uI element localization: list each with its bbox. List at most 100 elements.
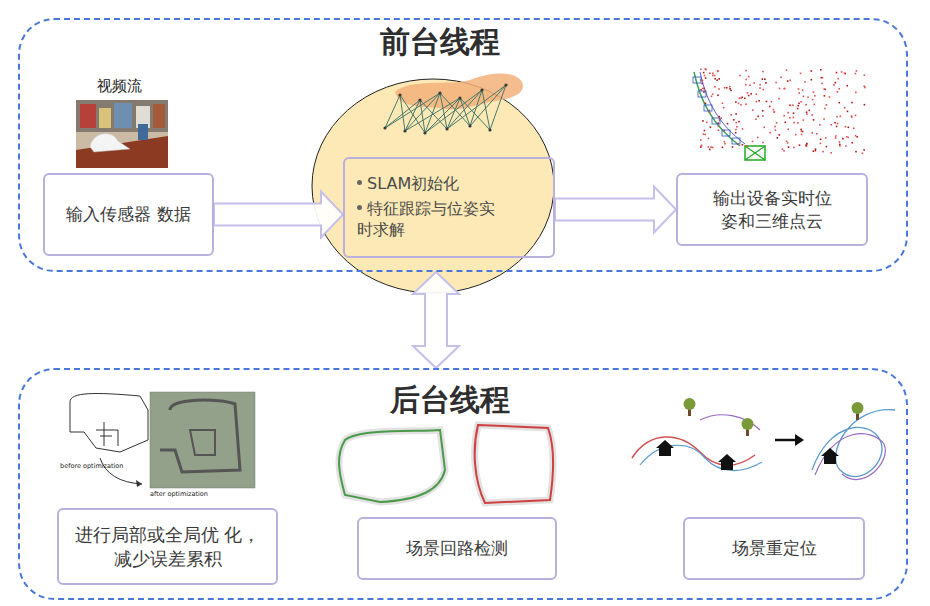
cloud-point bbox=[800, 73, 802, 75]
feature-link bbox=[385, 100, 420, 128]
cloud-point bbox=[771, 101, 773, 103]
feature-point bbox=[383, 126, 386, 129]
cloud-point bbox=[807, 96, 809, 98]
cloud-point bbox=[836, 126, 838, 128]
cloud-point bbox=[774, 126, 776, 128]
cloud-point bbox=[769, 132, 771, 134]
cloud-point bbox=[830, 124, 832, 126]
cloud-point bbox=[808, 110, 810, 112]
cloud-point bbox=[726, 87, 728, 89]
feature-point bbox=[398, 93, 401, 96]
cloud-point bbox=[718, 116, 720, 118]
figure-note: after optimization bbox=[150, 491, 208, 498]
cloud-point bbox=[787, 80, 789, 82]
thread-region: 前台线程输入传感器 数据SLAM初始化特征跟踪与位姿实 时求解输出设备实时位 姿… bbox=[18, 18, 908, 272]
cloud-point bbox=[700, 139, 702, 141]
cloud-point bbox=[856, 70, 858, 72]
cloud-point bbox=[837, 78, 839, 80]
cloud-point bbox=[839, 115, 841, 117]
cloud-point bbox=[701, 145, 703, 147]
cloud-point bbox=[724, 143, 726, 145]
cloud-point bbox=[762, 78, 764, 80]
cloud-point bbox=[841, 71, 843, 73]
box-text: 进行局部或全局优 化，减少误差累积 bbox=[75, 524, 261, 568]
cloud-point bbox=[812, 99, 814, 101]
cloud-point bbox=[864, 74, 866, 76]
cloud-point bbox=[735, 101, 737, 103]
cloud-point bbox=[855, 115, 857, 117]
cloud-point bbox=[851, 142, 853, 144]
cloud-point bbox=[802, 119, 804, 121]
cloud-point bbox=[839, 144, 841, 146]
cloud-point bbox=[782, 148, 784, 150]
feature-link bbox=[482, 90, 490, 130]
box-text: 场景重定位 bbox=[732, 538, 817, 558]
cloud-point bbox=[821, 83, 823, 85]
cloud-point bbox=[717, 70, 719, 72]
relocalization-figure bbox=[632, 398, 895, 480]
process-box: 场景重定位 bbox=[683, 517, 865, 580]
cloud-point bbox=[701, 83, 703, 85]
feature-point bbox=[445, 127, 448, 130]
cloud-point bbox=[789, 117, 791, 119]
cloud-point bbox=[703, 91, 705, 93]
cloud-point bbox=[723, 107, 725, 109]
cloud-point bbox=[780, 77, 782, 79]
cloud-point bbox=[733, 119, 735, 121]
cloud-point bbox=[820, 138, 822, 140]
cloud-point bbox=[775, 82, 777, 84]
cloud-point bbox=[700, 146, 702, 148]
cloud-point bbox=[759, 84, 761, 86]
feature-point bbox=[423, 131, 426, 134]
text-row: 场景回路检测 bbox=[406, 537, 508, 559]
feature-point bbox=[418, 98, 421, 101]
cloud-point bbox=[793, 117, 795, 119]
cloud-point bbox=[704, 75, 706, 77]
cloud-point bbox=[789, 80, 791, 82]
cloud-point bbox=[844, 72, 846, 74]
cloud-point bbox=[822, 151, 824, 153]
cloud-point bbox=[853, 127, 855, 129]
cloud-point bbox=[710, 126, 712, 128]
cloud-point bbox=[834, 82, 836, 84]
cloud-point bbox=[708, 146, 710, 148]
cloud-point bbox=[744, 98, 746, 100]
cloud-point bbox=[718, 116, 720, 118]
feature-network bbox=[383, 83, 507, 134]
cloud-point bbox=[718, 129, 720, 131]
feature-link bbox=[425, 98, 460, 133]
cloud-point bbox=[833, 84, 835, 86]
cloud-point bbox=[704, 134, 706, 136]
cloud-point bbox=[839, 145, 841, 147]
cloud-point bbox=[804, 81, 806, 83]
cloud-point bbox=[740, 97, 742, 99]
cloud-point bbox=[703, 133, 705, 135]
cloud-point bbox=[762, 89, 764, 91]
optimization-figure bbox=[70, 392, 255, 488]
cloud-point bbox=[706, 121, 708, 123]
cloud-point bbox=[740, 104, 742, 106]
cloud-point bbox=[705, 103, 707, 105]
cloud-point bbox=[838, 102, 840, 104]
cloud-point bbox=[798, 88, 800, 90]
thread-region: 后台线程进行局部或全局优 化，减少误差累积 场景回路检测 场景重定位 bbox=[18, 368, 908, 600]
title-row: 前台线程 bbox=[20, 24, 906, 60]
cloud-point bbox=[738, 103, 740, 105]
cloud-point bbox=[822, 77, 824, 79]
cloud-point bbox=[756, 93, 758, 95]
title-row: 后台线程 bbox=[20, 382, 906, 418]
cloud-point bbox=[835, 135, 837, 137]
cloud-point bbox=[764, 78, 766, 80]
cloud-point bbox=[750, 93, 752, 95]
cloud-point bbox=[704, 68, 706, 70]
cloud-point bbox=[718, 125, 720, 127]
cloud-point bbox=[844, 73, 846, 75]
cloud-point bbox=[775, 129, 777, 131]
cloud-point bbox=[819, 124, 821, 126]
feature-link bbox=[470, 90, 482, 126]
cloud-point bbox=[762, 110, 764, 112]
process-box: 输入传感器 数据 bbox=[43, 173, 214, 256]
cloud-point bbox=[742, 144, 744, 146]
cloud-point bbox=[806, 145, 808, 147]
process-box: 进行局部或全局优 化，减少误差累积 bbox=[57, 508, 278, 585]
